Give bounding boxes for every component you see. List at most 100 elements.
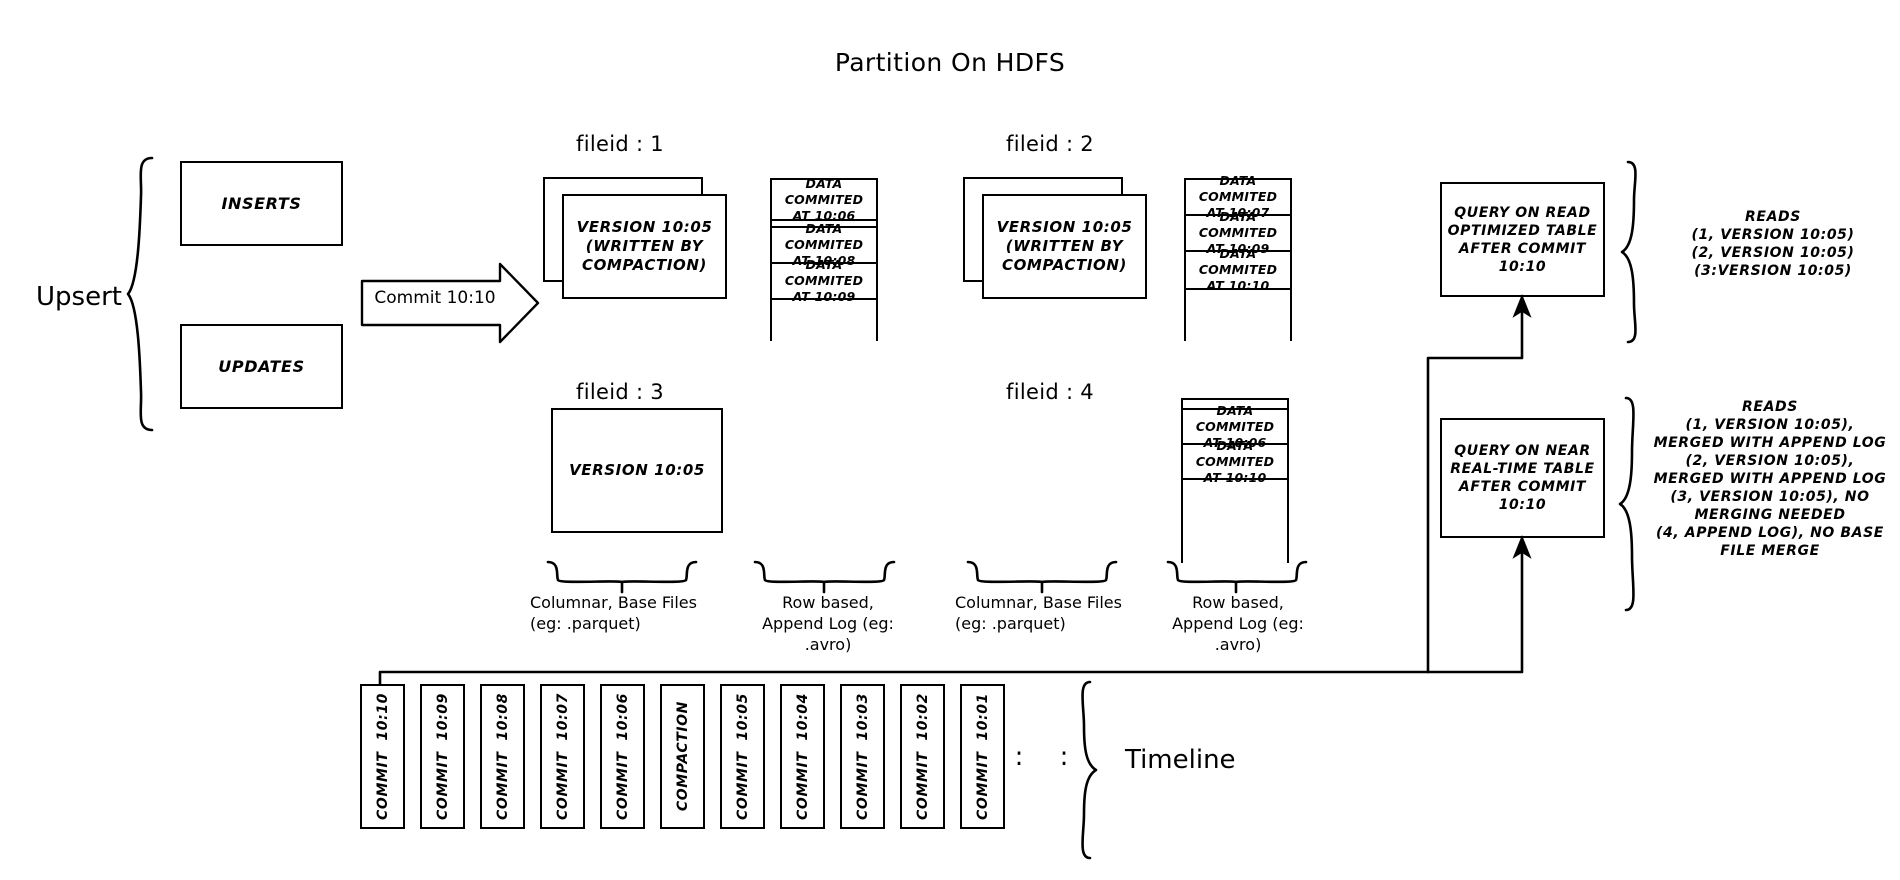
timeline-item-time: 10:05	[734, 693, 751, 741]
log-entry: DATA COMMITED AT 10:09	[772, 257, 876, 304]
fileid-4-log-stack: DATA COMMITED AT 10:06 DATA COMMITED AT …	[1181, 398, 1289, 566]
fileid-2-base-line-3: COMPACTION)	[1001, 256, 1128, 274]
timeline-item-compaction[interactable]: COMPACTION	[660, 684, 705, 829]
log-entry-line-2: AT 10:10	[1206, 278, 1270, 293]
timeline-item[interactable]: COMMIT 10:06	[600, 684, 645, 829]
log-entry: DATA COMMITED AT 10:09	[1186, 209, 1290, 256]
log-entry-line-1: DATA COMMITED	[1198, 246, 1278, 277]
inserts-label: INSERTS	[221, 194, 302, 213]
log-entry-line-2: AT 10:10	[1203, 469, 1267, 485]
fileid-3-base-file: VERSION 10:05	[551, 408, 723, 533]
reads-bottom-line-7: (4, APPEND LOG), NO BASE	[1656, 525, 1884, 541]
query-ro-line-3: AFTER COMMIT	[1458, 240, 1587, 257]
reads-top-line-1: (1, VERSION 10:05)	[1691, 227, 1855, 243]
fileid-2-base-line-1: VERSION 10:05	[996, 218, 1133, 236]
reads-bottom-line-2: MERGED WITH APPEND LOG	[1653, 435, 1887, 451]
timeline-item-label: COMMIT	[794, 751, 811, 820]
timeline-item-label: COMMIT	[914, 751, 931, 820]
inserts-box: INSERTS	[180, 161, 343, 246]
timeline-item[interactable]: COMMIT 10:02	[900, 684, 945, 829]
timeline-item[interactable]: COMMIT 10:10	[360, 684, 405, 829]
timeline-ellipsis-1: :	[1014, 742, 1026, 772]
query-ro-line-2: OPTIMIZED TABLE	[1447, 222, 1598, 239]
log-entry-line-1: DATA COMMITED	[784, 175, 864, 207]
fileid-2-heading: fileid : 2	[1006, 132, 1094, 156]
timeline-item-label: COMMIT	[734, 751, 751, 820]
columnar-caption-line-2: (eg: .parquet)	[530, 614, 641, 633]
reads-bottom-line-8: FILE MERGE	[1720, 543, 1820, 559]
timeline-item-text-9: COMMIT 10:02	[914, 693, 932, 820]
timeline-item-text-1: COMMIT 10:09	[434, 693, 452, 820]
columnar-brace-1	[546, 560, 698, 584]
fileid-1-base-line-2: (WRITTEN BY	[585, 237, 704, 255]
timeline-item-text-3: COMMIT 10:07	[554, 693, 572, 820]
timeline-item-label: COMMIT	[854, 751, 871, 820]
timeline-item[interactable]: COMMIT 10:08	[480, 684, 525, 829]
fileid-4-heading: fileid : 4	[1006, 380, 1094, 404]
timeline-item[interactable]: COMMIT 10:07	[540, 684, 585, 829]
query-nrt-line-1: QUERY ON NEAR	[1454, 443, 1591, 459]
arrowhead-read-optimized	[1512, 293, 1532, 318]
reads-top-brace	[1620, 160, 1637, 344]
query-ro-line-1: QUERY ON READ	[1454, 204, 1591, 221]
query-ro-line-4: 10:10	[1498, 258, 1547, 275]
rowbased-caption-line-1: Row based,	[782, 593, 874, 612]
updates-box: UPDATES	[180, 324, 343, 409]
query-nrt-line-3: AFTER COMMIT	[1458, 479, 1587, 495]
timeline-item-label: COMMIT	[434, 751, 451, 820]
reads-bottom-line-1: (1, VERSION 10:05),	[1685, 417, 1855, 433]
fileid-2-base-line-2: (WRITTEN BY	[1005, 237, 1124, 255]
log-entry: DATA COMMITED AT 10:08	[772, 221, 876, 268]
timeline-item[interactable]: COMMIT 10:04	[780, 684, 825, 829]
query-near-realtime-box[interactable]: QUERY ON NEAR REAL-TIME TABLE AFTER COMM…	[1440, 418, 1605, 538]
log-entry-line-1: DATA COMMITED	[1198, 173, 1278, 204]
timeline-item-label: COMMIT	[374, 751, 391, 820]
reads-bottom-line-3: (2, VERSION 10:05),	[1685, 453, 1855, 469]
reads-bottom-block: READS (1, VERSION 10:05), MERGED WITH AP…	[1640, 398, 1900, 560]
log-empty-slot	[1183, 480, 1287, 566]
upsert-label: Upsert	[36, 282, 122, 312]
reads-bottom-line-5: (3, VERSION 10:05), NO	[1670, 489, 1870, 505]
timeline-item-time: 10:01	[974, 693, 991, 741]
timeline-item-time: 10:10	[374, 693, 391, 741]
rowbased-caption-2-line-1: Row based,	[1192, 593, 1284, 612]
columnar-caption-line-1: Columnar, Base Files	[530, 593, 697, 612]
log-entry-line-1: DATA COMMITED	[1198, 209, 1278, 240]
log-entry: DATA COMMITED AT 10:10	[1183, 438, 1287, 485]
timeline-item-label: COMMIT	[554, 751, 571, 820]
log-entry: DATA COMMITED AT 10:06	[772, 176, 876, 223]
log-entry-line-2: AT 10:07	[1206, 205, 1270, 220]
timeline-item[interactable]: COMMIT 10:09	[420, 684, 465, 829]
timeline-item-time: 10:04	[794, 693, 811, 741]
timeline-item[interactable]: COMMIT 10:01	[960, 684, 1005, 829]
log-entry-line-2: AT 10:08	[792, 253, 856, 268]
timeline-item-text-10: COMMIT 10:01	[974, 693, 992, 820]
timeline-item-time: 10:08	[494, 693, 511, 741]
fileid-2-log-stack: DATA COMMITED AT 10:07 DATA COMMITED AT …	[1184, 173, 1292, 344]
rowbased-caption-2-line-3: .avro)	[1214, 635, 1262, 654]
rowbased-append-log-caption-2: Row based, Append Log (eg: .avro)	[1148, 592, 1328, 655]
timeline-item-label: COMMIT	[494, 751, 511, 820]
fileid-3-base-line-1: VERSION 10:05	[569, 461, 705, 479]
log-empty-slot	[772, 300, 876, 345]
timeline-item[interactable]: COMMIT 10:05	[720, 684, 765, 829]
reads-top-line-3: (3:VERSION 10:05)	[1694, 263, 1852, 279]
columnar-base-files-caption: Columnar, Base Files (eg: .parquet)	[530, 592, 760, 634]
page-title: Partition On HDFS	[834, 48, 1066, 77]
log-entry-line-2: AT 10:09	[792, 289, 856, 304]
timeline-item-text-5: COMPACTION	[674, 701, 692, 811]
reads-bottom-brace	[1618, 396, 1635, 612]
reads-top-line-2: (2, VERSION 10:05)	[1691, 245, 1855, 261]
fileid-3-heading: fileid : 3	[576, 380, 664, 404]
log-entry-line-2: AT 10:09	[1206, 241, 1270, 256]
query-nrt-line-2: REAL-TIME TABLE	[1450, 461, 1595, 477]
timeline-item-label: COMMIT	[614, 751, 631, 820]
reads-bottom-title: READS	[1742, 399, 1798, 415]
query-read-optimized-box[interactable]: QUERY ON READ OPTIMIZED TABLE AFTER COMM…	[1440, 182, 1605, 297]
timeline-item[interactable]: COMMIT 10:03	[840, 684, 885, 829]
fileid-1-log-stack: DATA COMMITED AT 10:06 DATA COMMITED AT …	[770, 176, 878, 345]
fileid-1-base-line-1: VERSION 10:05	[576, 218, 713, 236]
timeline-item-text-2: COMMIT 10:08	[494, 693, 512, 820]
rowbased-brace-1	[753, 560, 896, 584]
reads-top-title: READS	[1745, 209, 1801, 225]
